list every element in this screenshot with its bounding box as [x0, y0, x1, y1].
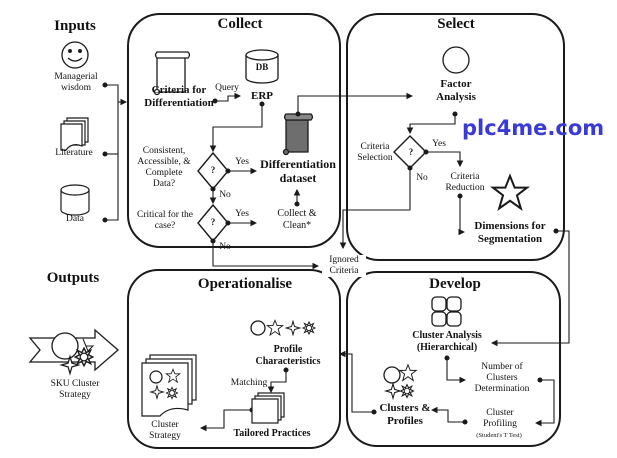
clusters-symbols-icon	[383, 364, 417, 399]
factor-analysis-label: Factor Analysis	[436, 78, 476, 103]
decision-2-mark: ?	[210, 217, 216, 227]
dataset-scroll-icon	[282, 113, 314, 156]
literature-icon	[60, 117, 89, 151]
erp-label: ERP	[251, 90, 273, 102]
criteria-reduction-label: Criteria Reduction	[445, 172, 485, 193]
select-yes-label: Yes	[432, 139, 446, 149]
question-consistent-data: Consistent, Accessible, & Complete Data?	[137, 146, 191, 189]
cluster-strategy-doc-icon	[141, 354, 197, 417]
operationalise-box	[127, 269, 341, 449]
tailored-practices-label: Tailored Practices	[233, 428, 311, 439]
input-literature: Literature	[55, 148, 93, 158]
cluster-analysis-label: Cluster Analysis (Hierarchical)	[412, 330, 482, 353]
criteria-scroll-icon	[153, 51, 191, 96]
ignored-criteria-label: Ignored Criteria	[322, 255, 366, 277]
inputs-heading: Inputs	[54, 18, 96, 34]
input-managerial-wisdom: Managerial wisdom	[54, 72, 98, 93]
operationalise-heading: Operationalise	[197, 276, 293, 292]
develop-box	[346, 271, 561, 447]
clusters-profiles-label: Clusters & Profiles	[379, 402, 431, 427]
criteria-selection-label: Criteria Selection	[357, 142, 393, 163]
criteria-for-differentiation-label: Criteria for Differentiation	[144, 84, 214, 109]
profile-symbols-icon	[250, 319, 316, 336]
smiley-icon	[61, 41, 89, 69]
outputs-heading: Outputs	[46, 270, 100, 286]
select-box	[346, 13, 565, 261]
matching-label: Matching	[230, 378, 268, 388]
collect-box	[127, 13, 341, 248]
no-label-1: No	[219, 190, 231, 200]
db-label: DB	[255, 62, 269, 72]
dimensions-star-icon	[491, 174, 529, 210]
db-cylinder-icon	[245, 49, 279, 84]
data-cylinder-icon	[60, 184, 90, 216]
question-critical: Critical for the case?	[137, 210, 193, 231]
yes-label-2: Yes	[235, 209, 249, 219]
profile-characteristics-label: Profile Characteristics	[255, 344, 321, 367]
sku-cluster-strategy-label: SKU Cluster Strategy	[50, 379, 100, 400]
differentiation-dataset-label: Differentiation dataset	[260, 157, 336, 185]
number-of-clusters-label: Number of Clusters Determination	[474, 362, 530, 394]
query-label: Query	[215, 83, 239, 93]
cluster-profiling-label: Cluster Profiling	[483, 408, 517, 429]
decision-1-mark: ?	[210, 165, 216, 175]
select-heading: Select	[437, 16, 475, 32]
no-label-2: No	[219, 242, 231, 252]
collect-heading: Collect	[217, 16, 263, 32]
cluster-strategy-label: Cluster Strategy	[149, 420, 181, 441]
cluster-grid-icon	[431, 296, 462, 327]
select-decision-mark: ?	[408, 147, 414, 157]
ttest-label: (Student's T Test)	[476, 432, 522, 439]
tailored-pages-icon	[251, 392, 285, 424]
select-no-label: No	[416, 173, 428, 183]
dimensions-for-segmentation-label: Dimensions for Segmentation	[474, 220, 546, 245]
watermark: plc4me.com	[462, 116, 605, 140]
factor-circle-icon	[442, 46, 470, 74]
yes-label-1: Yes	[235, 157, 249, 167]
develop-heading: Develop	[429, 276, 481, 292]
collect-clean-label: Collect & Clean*	[277, 208, 317, 231]
sku-strategy-arrow-icon	[28, 328, 119, 375]
input-data: Data	[66, 214, 84, 224]
